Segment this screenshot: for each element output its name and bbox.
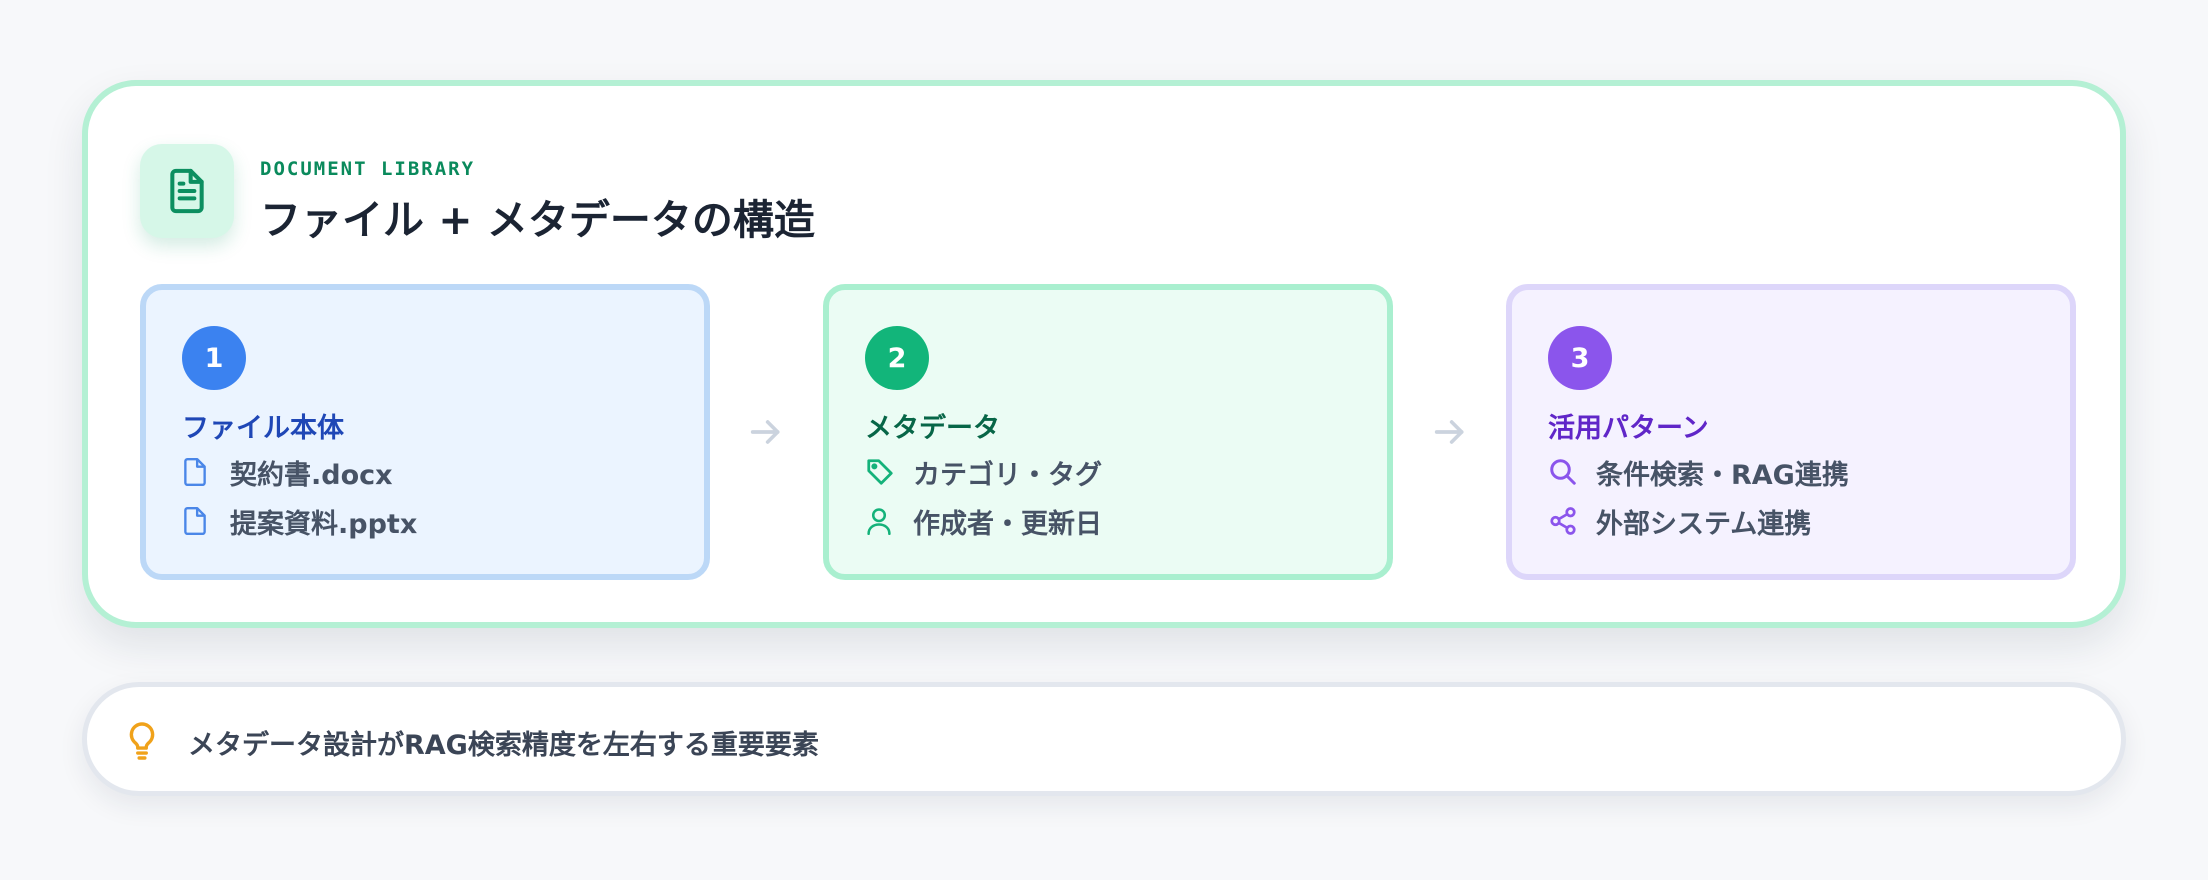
step-card-file-body: 1 ファイル本体 契約書.docx 提案資料.pptx — [140, 284, 710, 580]
tip-banner: メタデータ設計がRAG検索精度を左右する重要要素 — [82, 682, 2126, 796]
section-kicker: DOCUMENT LIBRARY — [260, 158, 476, 180]
step-number-badge: 2 — [865, 326, 929, 390]
document-library-card: DOCUMENT LIBRARY ファイル + メタデータの構造 1 ファイル本… — [82, 80, 2126, 628]
list-item: 提案資料.pptx — [182, 501, 417, 541]
step-title: ファイル本体 — [182, 413, 344, 444]
tip-text: メタデータ設計がRAG検索精度を左右する重要要素 — [188, 730, 819, 761]
file-icon — [182, 505, 212, 537]
step-number-badge: 1 — [182, 326, 246, 390]
step-card-usage-patterns: 3 活用パターン 条件検索・RAG連携 外部システム連携 — [1506, 284, 2076, 580]
file-icon — [182, 456, 212, 488]
search-icon — [1548, 456, 1578, 488]
step-number-badge: 3 — [1548, 326, 1612, 390]
list-item-label: 作成者・更新日 — [913, 508, 1102, 540]
list-item-label: カテゴリ・タグ — [913, 459, 1102, 491]
lightbulb-icon — [125, 721, 159, 761]
share-icon — [1548, 505, 1578, 537]
list-item: カテゴリ・タグ — [865, 452, 1102, 492]
step-title: メタデータ — [865, 413, 1000, 444]
document-icon — [140, 144, 234, 238]
list-item: 契約書.docx — [182, 452, 393, 492]
user-icon — [865, 505, 895, 537]
arrow-right-icon — [746, 412, 786, 452]
list-item: 外部システム連携 — [1548, 501, 1811, 541]
list-item-label: 条件検索・RAG連携 — [1596, 459, 1849, 491]
list-item: 作成者・更新日 — [865, 501, 1102, 541]
list-item-label: 提案資料.pptx — [230, 508, 418, 540]
list-item-label: 外部システム連携 — [1596, 508, 1812, 540]
tag-icon — [865, 456, 895, 488]
list-item: 条件検索・RAG連携 — [1548, 452, 1849, 492]
step-card-metadata: 2 メタデータ カテゴリ・タグ 作成者・更新日 — [823, 284, 1393, 580]
arrow-right-icon — [1430, 412, 1470, 452]
step-title: 活用パターン — [1548, 413, 1709, 444]
list-item-label: 契約書.docx — [230, 459, 393, 491]
page-title: ファイル + メタデータの構造 — [260, 196, 815, 244]
